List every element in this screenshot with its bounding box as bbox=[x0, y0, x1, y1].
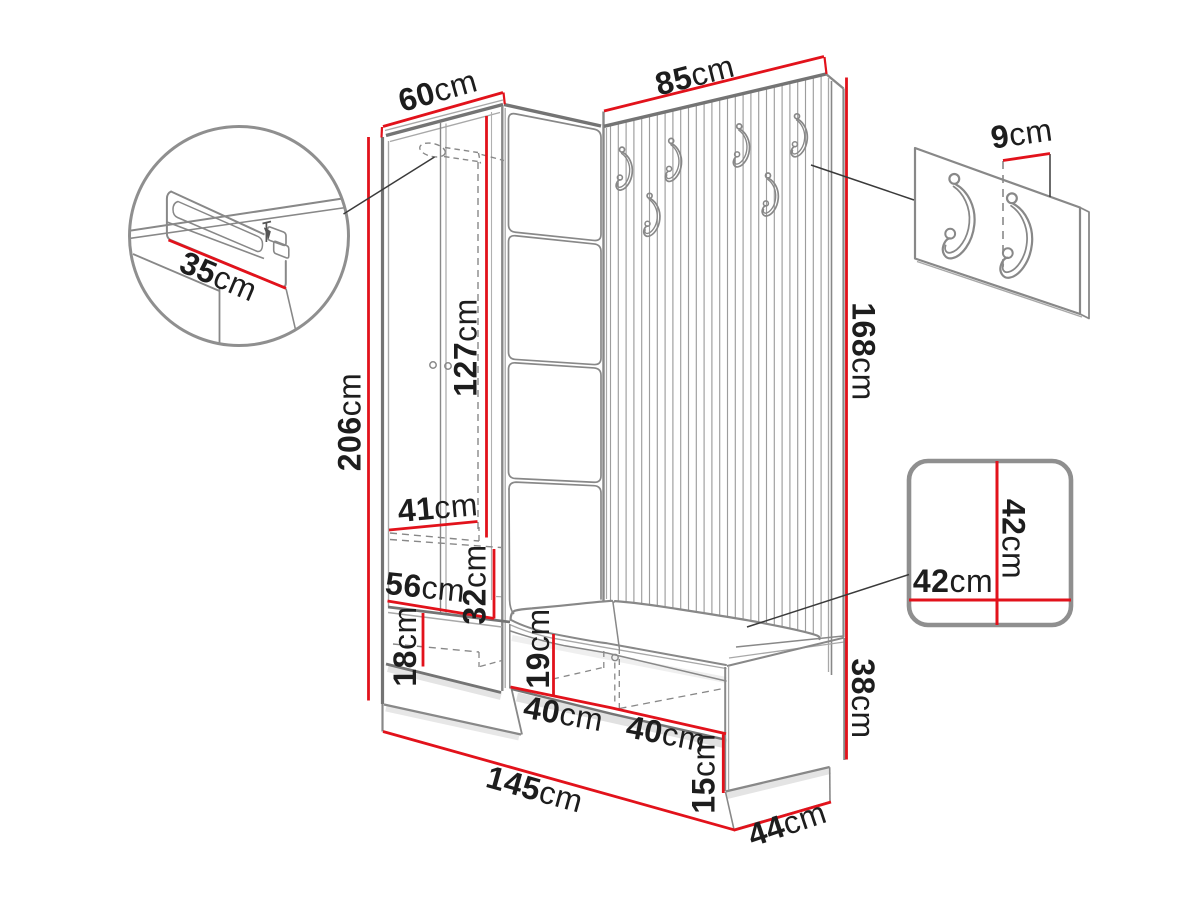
svg-text:127cm: 127cm bbox=[448, 298, 484, 397]
svg-text:41cm: 41cm bbox=[396, 487, 479, 530]
svg-text:18cm: 18cm bbox=[387, 606, 423, 686]
svg-text:42cm: 42cm bbox=[913, 563, 993, 599]
svg-text:9cm: 9cm bbox=[988, 112, 1054, 156]
svg-text:206cm: 206cm bbox=[332, 373, 368, 472]
svg-text:40cm: 40cm bbox=[623, 709, 709, 760]
svg-text:19cm: 19cm bbox=[520, 608, 556, 688]
svg-text:168cm: 168cm bbox=[845, 302, 881, 401]
svg-text:15cm: 15cm bbox=[686, 733, 722, 813]
svg-text:56cm: 56cm bbox=[383, 565, 467, 609]
svg-text:40cm: 40cm bbox=[521, 689, 606, 738]
svg-text:32cm: 32cm bbox=[457, 544, 493, 624]
svg-text:42cm: 42cm bbox=[995, 499, 1031, 579]
svg-text:38cm: 38cm bbox=[845, 658, 881, 738]
svg-text:60cm: 60cm bbox=[394, 63, 481, 119]
